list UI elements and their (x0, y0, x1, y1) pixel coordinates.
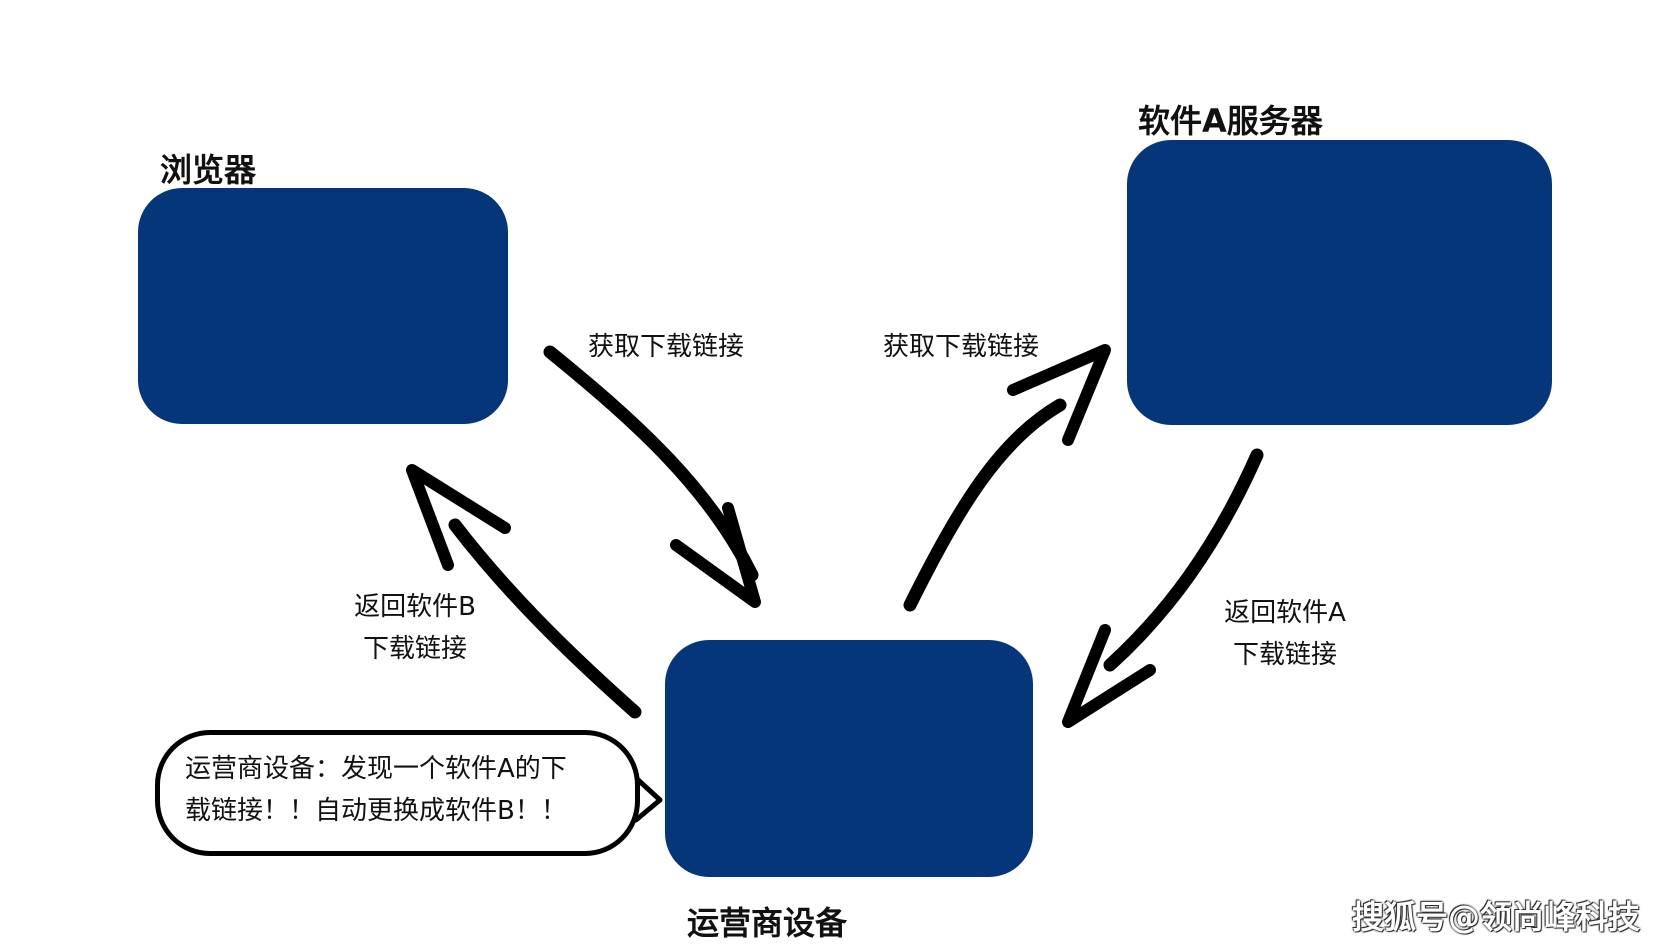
label-isp-to-browser: 返回软件B 下载链接 (330, 586, 500, 670)
arrow-browser-to-isp (543, 345, 759, 582)
label-isp-to-browser-line1: 返回软件B (354, 592, 476, 622)
server-box (1127, 140, 1552, 425)
server-title: 软件A服务器 (1138, 102, 1323, 140)
label-server-to-isp-line1: 返回软件A (1224, 598, 1346, 628)
bubble-tail (633, 775, 663, 823)
watermark: 搜狐号@领尚峰科技 (1352, 898, 1641, 936)
label-isp-to-browser-line2: 下载链接 (362, 634, 467, 664)
arrow-isp-to-server (903, 398, 1067, 612)
arrowhead-server-to-isp (1062, 624, 1156, 728)
arrowhead-isp-to-browser (406, 464, 511, 571)
label-isp-to-server: 获取下载链接 (883, 332, 1040, 362)
label-server-to-isp: 返回软件A 下载链接 (1200, 592, 1370, 676)
speech-bubble-text: 运营商设备：发现一个软件A的下 载链接！！自动更换成软件B！！ (185, 748, 625, 832)
isp-device-title: 运营商设备 (687, 904, 848, 942)
speech-bubble-line2: 载链接！！自动更换成软件B！！ (185, 796, 567, 826)
label-server-to-isp-line2: 下载链接 (1232, 640, 1337, 670)
arrow-server-to-isp (1103, 448, 1264, 672)
label-browser-to-isp: 获取下载链接 (588, 332, 745, 362)
speech-bubble (155, 730, 640, 856)
browser-title: 浏览器 (160, 151, 257, 189)
isp-device-box (665, 640, 1033, 877)
speech-bubble-line1: 运营商设备：发现一个软件A的下 (185, 754, 567, 784)
browser-box (138, 188, 508, 424)
arrowhead-isp-to-server (1007, 344, 1111, 446)
arrowhead-browser-to-isp (670, 502, 761, 608)
arrow-isp-to-browser (448, 518, 642, 719)
